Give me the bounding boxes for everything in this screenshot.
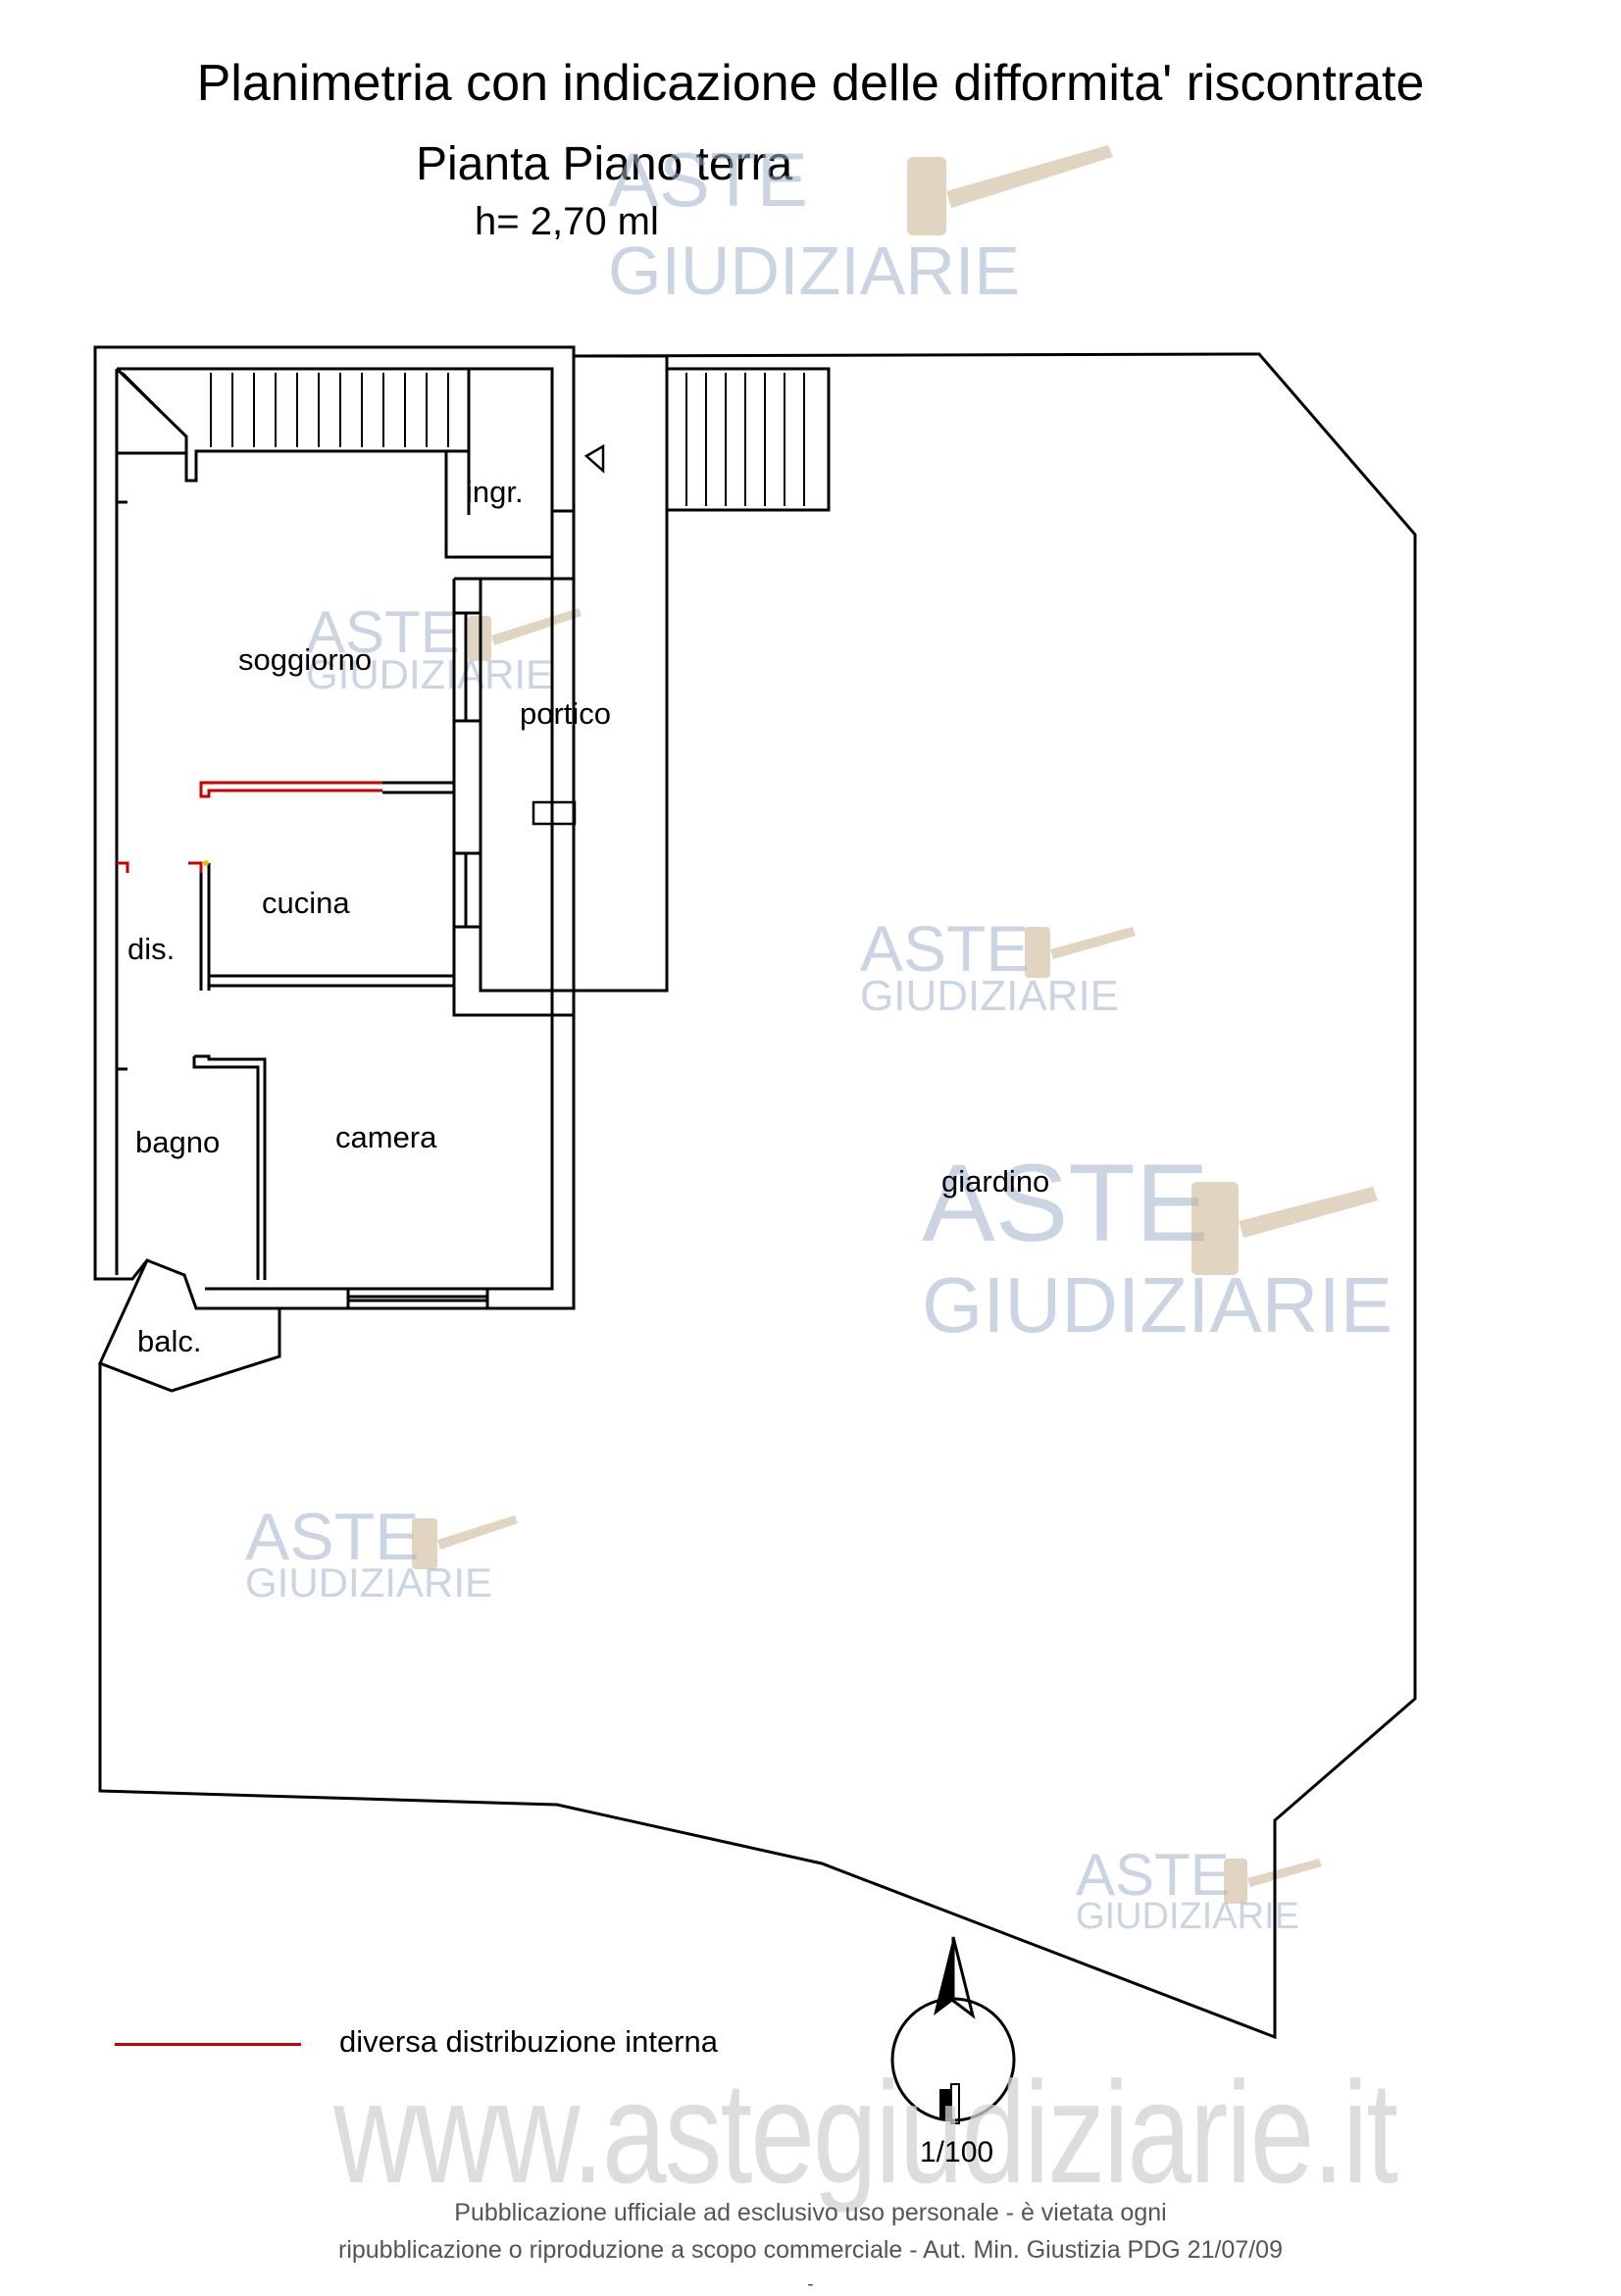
watermark-logo-left: ASTE GIUDIZIARIE [245,1500,518,1606]
house-walls [93,345,831,1393]
stair-left [122,372,449,447]
svg-text:GIUDIZIARIE: GIUDIZIARIE [306,651,553,697]
svg-text:ASTE: ASTE [608,136,808,223]
svg-text:ASTE: ASTE [922,1142,1209,1264]
legend-label: diversa distribuzione interna [339,2024,718,2059]
lot-boundary [98,352,1417,2040]
room-label-bagno: bagno [135,1125,220,1159]
footer-notice-line1: Pubblicazione ufficiale ad esclusivo uso… [454,2199,1167,2226]
room-label-soggiorno: soggiorno [238,642,372,677]
gavel-icon [1191,1182,1378,1275]
svg-text:GIUDIZIARIE: GIUDIZIARIE [608,232,1020,309]
ceiling-height-label: h= 2,70 ml [475,200,659,243]
watermark-logo-soggiorno: ASTE GIUDIZIARIE [306,599,582,697]
room-label-camera: camera [335,1120,437,1154]
svg-text:ASTE: ASTE [860,912,1029,985]
room-label-portico: portico [520,696,611,731]
footer-notice-line3: - [807,2273,814,2295]
legend-red-line [115,2043,301,2046]
site-watermark: www.astegiudiziarie.it [333,2052,1398,2215]
room-label-balcone: balc. [137,1324,201,1358]
entrance-arrow-icon [583,443,605,474]
gavel-icon [1025,927,1136,978]
room-label-ingresso: ingr. [466,475,524,509]
room-label-disimpegno: dis. [127,932,175,966]
stair-right [685,373,805,506]
difformita-walls [117,781,382,873]
north-arrow-icon [890,1936,1016,2124]
scale-label: 1/100 [920,2136,994,2168]
difformita-marker [203,860,209,866]
svg-text:ASTE: ASTE [245,1500,420,1574]
watermark-logo-top: ASTE GIUDIZIARIE [608,136,1113,309]
svg-text:GIUDIZIARIE: GIUDIZIARIE [1076,1896,1299,1937]
portico-fixture [532,800,577,826]
floor-subtitle: Pianta Piano terra [416,138,793,190]
footer-notice-line2: ripubblicazione o riproduzione a scopo c… [338,2236,1283,2264]
svg-text:ASTE: ASTE [306,599,460,665]
watermark-logo-bottom-right: ASTE GIUDIZIARIE [1076,1842,1322,1937]
svg-text:ASTE: ASTE [1076,1842,1230,1908]
drawing-title: Planimetria con indicazione delle diffor… [196,55,1425,112]
room-label-giardino: giardino [941,1164,1049,1199]
watermark-logo-giardino: ASTE GIUDIZIARIE [922,1142,1393,1349]
gavel-icon [907,145,1113,235]
room-label-cucina: cucina [262,886,350,920]
watermark-logo-center: ASTE GIUDIZIARIE [860,912,1136,1020]
svg-text:GIUDIZIARIE: GIUDIZIARIE [922,1261,1393,1349]
svg-text:GIUDIZIARIE: GIUDIZIARIE [860,972,1119,1020]
svg-text:GIUDIZIARIE: GIUDIZIARIE [245,1559,492,1606]
gavel-icon [412,1515,518,1569]
gavel-icon [1224,1859,1322,1904]
